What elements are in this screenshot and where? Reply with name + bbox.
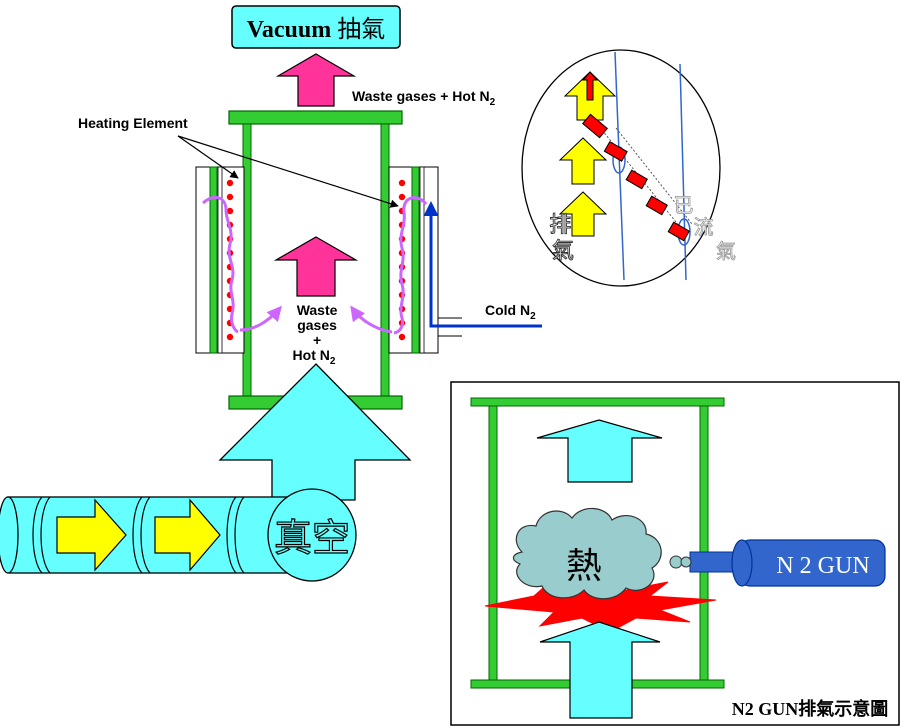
wavy-flow-right-curl	[350, 305, 393, 334]
pointer-right	[177, 135, 399, 208]
title-cjk: 抽氣	[337, 16, 385, 43]
title-latin: Vacuum	[247, 17, 331, 43]
particle-arrows	[581, 71, 690, 242]
heater-dot	[226, 179, 234, 187]
up-arrow-icon	[536, 419, 663, 483]
up-arrow-icon	[558, 191, 608, 237]
pointer-left	[177, 135, 239, 179]
right-arrow-icon	[56, 498, 127, 572]
heating-element-label: Heating Element	[78, 115, 188, 131]
up-arrow-icon	[539, 621, 661, 719]
exhaust-label-vertical: 排 氣	[549, 212, 577, 263]
waste-top-label: Waste gases + Hot N2	[352, 88, 496, 108]
up-arrow-icon	[273, 236, 359, 297]
right-arrow-icon	[154, 498, 221, 572]
exhaust-label-faint: 已 流 氣	[674, 195, 737, 263]
heat-label: 熱	[566, 546, 602, 586]
cloud-icon	[512, 507, 662, 600]
wavy-flow-left	[201, 195, 239, 334]
center-waste-label: Waste gases + Hot N2	[293, 302, 342, 367]
n2-gun-label: N 2 GUN	[776, 553, 869, 579]
n2-gun: N 2 GUN	[669, 539, 886, 587]
heater-dot	[226, 207, 234, 215]
vacuum-title-box: Vacuum 抽氣	[231, 5, 401, 49]
wavy-flow-right	[393, 196, 428, 335]
wavy-flow-left-curl	[239, 305, 282, 332]
heater-dot	[226, 333, 234, 341]
heater-dot	[398, 179, 406, 187]
heater-dot	[398, 193, 406, 201]
vacuum-pipe-label: 真空	[274, 518, 350, 560]
up-arrow-icon	[558, 137, 608, 185]
heater-dot	[398, 333, 406, 341]
up-arrow-icon	[275, 53, 357, 107]
inset-caption: N2 GUN排氣示意圖	[732, 698, 889, 719]
cold-n2-line	[423, 201, 542, 328]
svg-text:Vacuum 抽氣: Vacuum 抽氣	[247, 16, 385, 43]
heater-dot	[226, 193, 234, 201]
cold-n2-label: Cold N2	[485, 302, 536, 322]
